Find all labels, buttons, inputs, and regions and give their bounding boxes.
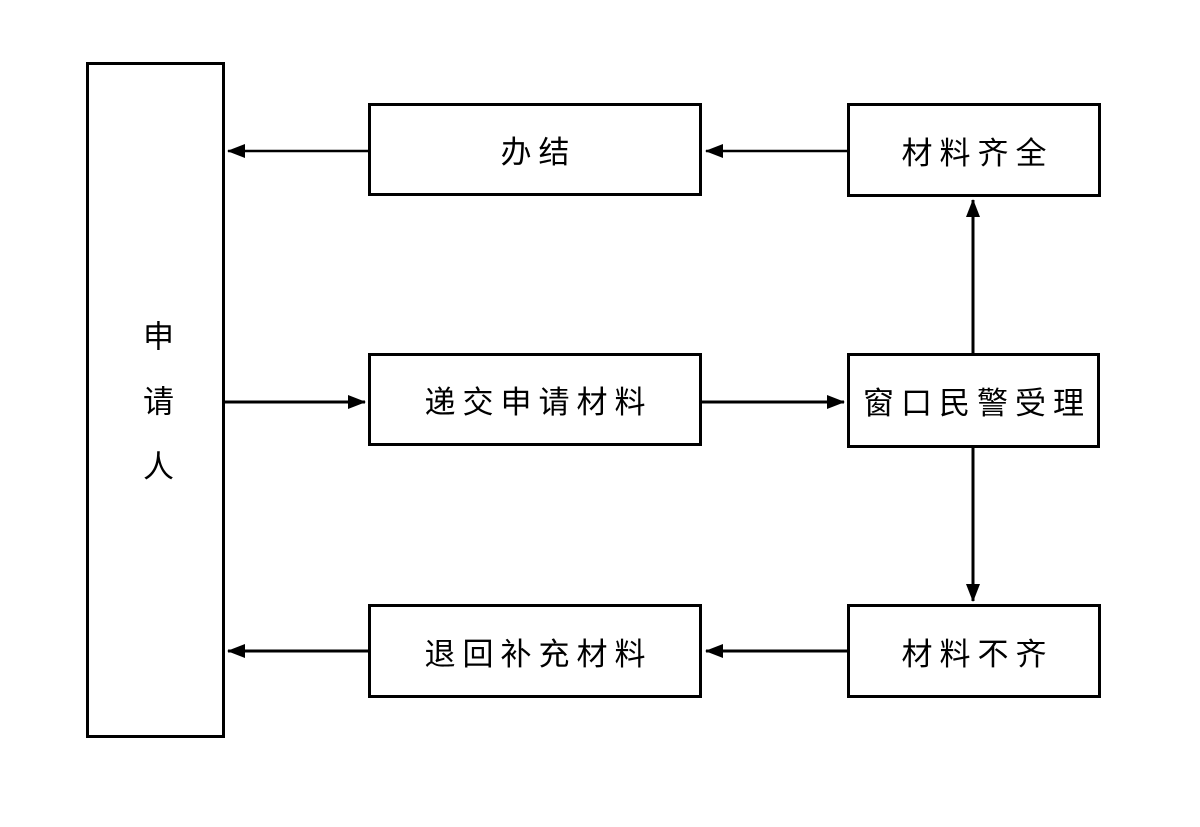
- node-materials-incomplete: 材料不齐: [847, 604, 1101, 698]
- node-window-officer-label: 窗口民警受理: [863, 386, 1091, 422]
- node-submit-materials-label: 递交申请材料: [424, 385, 653, 421]
- node-materials-incomplete-label: 材料不齐: [901, 636, 1054, 673]
- node-complete-label: 办结: [500, 135, 577, 171]
- node-window-officer: 窗口民警受理: [847, 353, 1100, 448]
- node-return-supplement: 退回补充材料: [368, 604, 702, 698]
- node-submit-materials: 递交申请材料: [368, 353, 702, 446]
- node-applicant: 申请人: [86, 62, 225, 738]
- node-return-supplement-label: 退回补充材料: [424, 636, 653, 673]
- node-materials-complete-label: 材料齐全: [901, 135, 1054, 172]
- node-complete: 办结: [368, 103, 702, 196]
- node-applicant-label: 申请人: [137, 319, 173, 515]
- node-materials-complete: 材料齐全: [847, 103, 1101, 197]
